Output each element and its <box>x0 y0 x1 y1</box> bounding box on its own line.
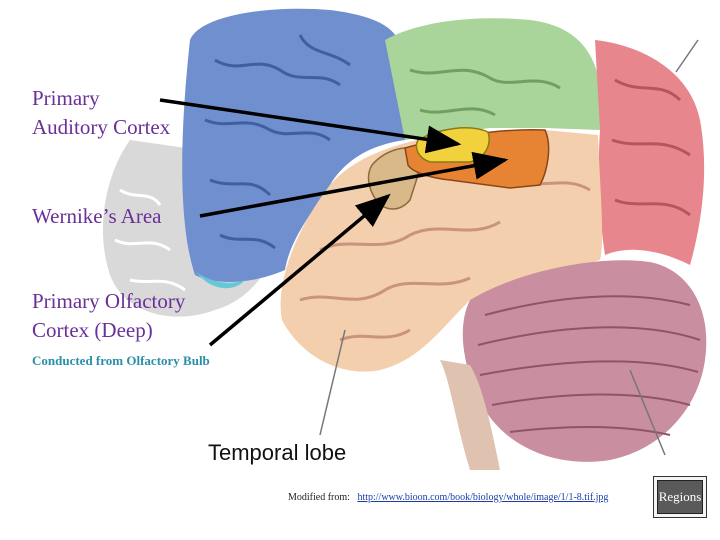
arrow-auditory <box>159 98 462 154</box>
label-olfactory-line2: Cortex (Deep) <box>32 318 153 342</box>
cerebellum-folia <box>477 295 701 436</box>
regions-button-label: Regions <box>657 480 703 514</box>
image-credit: Modified from: http://www.bioon.com/book… <box>288 492 608 503</box>
credit-prefix: Modified from: <box>288 492 350 503</box>
temporal-lobe-sulci <box>299 178 591 342</box>
blue-structure <box>196 272 245 289</box>
regions-button[interactable]: Regions <box>653 476 707 518</box>
brainstem <box>440 360 500 470</box>
temporal-lobe-label: Temporal lobe <box>208 440 347 465</box>
frontal-lobe <box>182 8 405 282</box>
leader-line-parietal <box>675 39 699 73</box>
arrow-wernike <box>199 151 509 218</box>
parietal-lobe-sulci <box>409 68 561 117</box>
credit-link[interactable]: http://www.bioon.com/book/biology/whole/… <box>357 492 609 503</box>
label-primary-olfactory-cortex: Primary Olfactory Cortex (Deep) <box>32 287 185 345</box>
frontal-lobe-sulci <box>204 34 351 250</box>
leader-line-temporal-lobe <box>319 329 346 436</box>
occipital-lobe-sulci <box>611 78 691 217</box>
label-olfactory-note: Conducted from Olfactory Bulb <box>32 353 210 368</box>
label-wernike-area: Wernike’s Area <box>32 204 162 228</box>
label-primary-auditory-cortex: Primary Auditory Cortex <box>32 84 170 142</box>
temporal-lobe <box>280 130 603 372</box>
label-olfactory-line1: Primary Olfactory <box>32 289 186 313</box>
label-auditory-line1: Primary <box>32 86 100 110</box>
background-hemisphere-sulci <box>114 188 186 292</box>
leader-line-cerebellum <box>629 369 666 456</box>
label-auditory-line2: Auditory Cortex <box>32 115 171 139</box>
arrow-olfactory <box>208 193 391 347</box>
